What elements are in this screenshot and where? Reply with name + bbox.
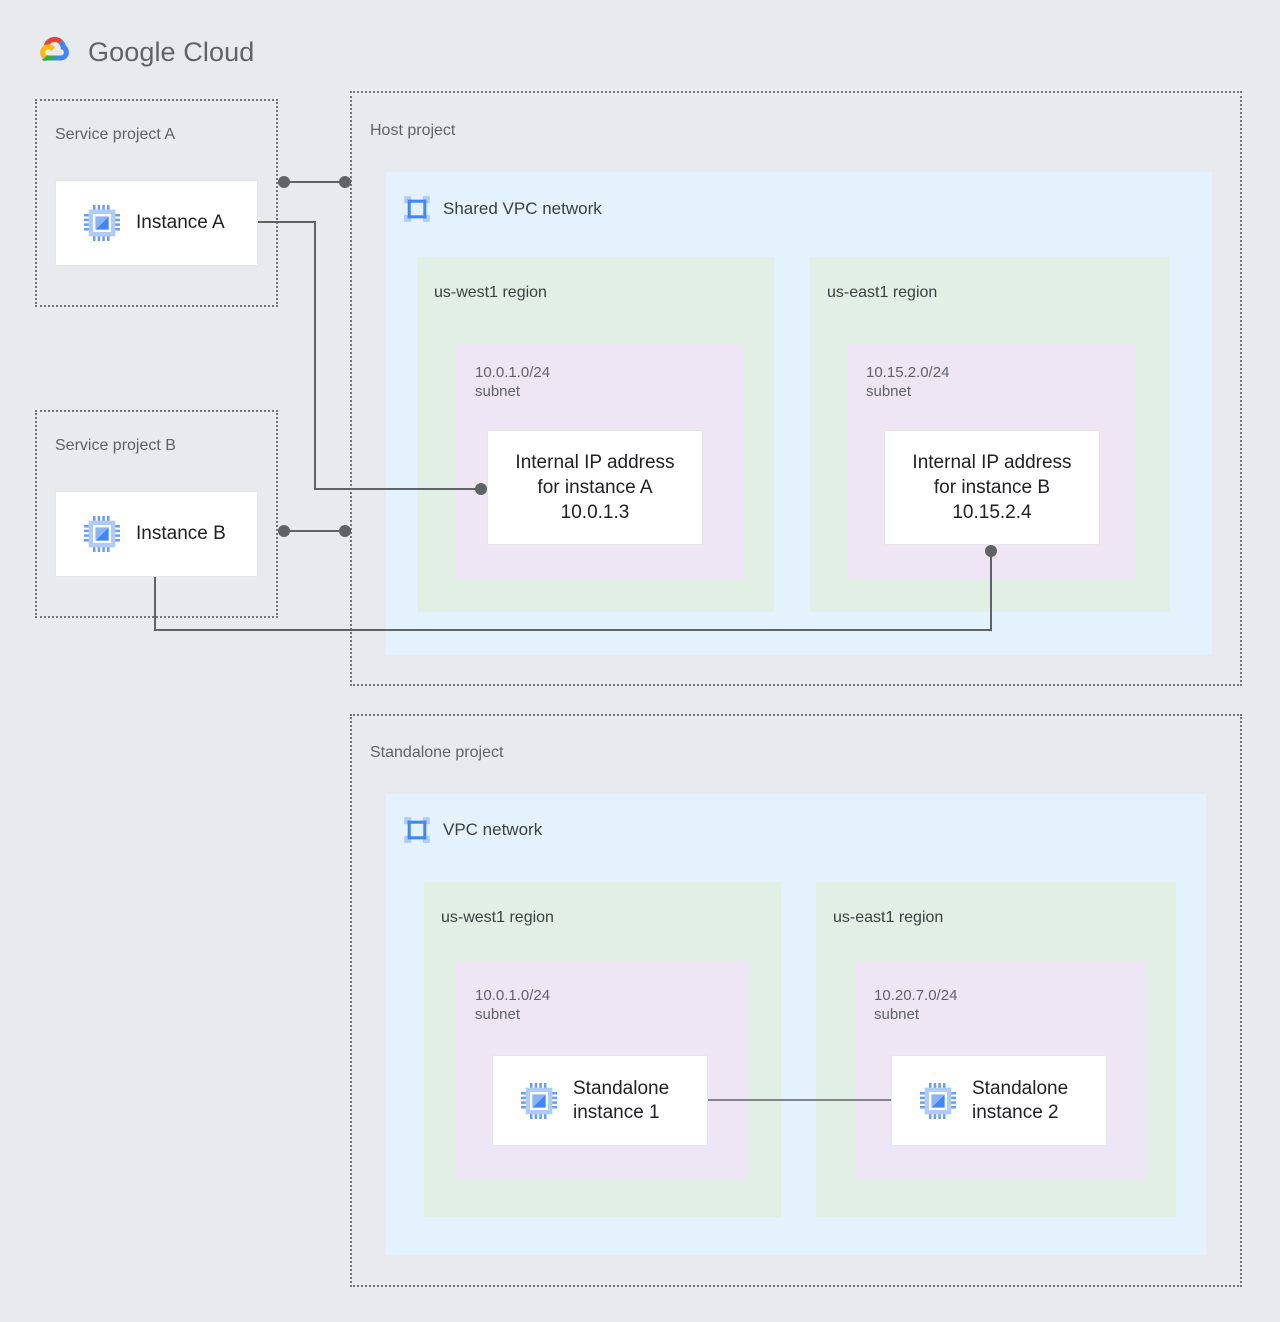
instance-b-card[interactable]: Instance B <box>55 491 258 577</box>
host-subnet-10-0-1-0-24-label: 10.0.1.0/24 subnet <box>475 364 551 400</box>
standalone-project-container <box>350 714 1242 1287</box>
standalone-instance-1-card[interactable]: Standalone instance 1 <box>492 1055 708 1146</box>
connector-dot-instance-b <box>278 525 290 537</box>
cpu-instance-icon <box>84 205 120 241</box>
service-project-b-label: Service project B <box>55 437 176 454</box>
vpc-network-icon <box>404 817 430 843</box>
cpu-instance-icon <box>920 1082 956 1119</box>
google-cloud-brand: Google Cloud <box>34 32 254 72</box>
cpu-instance-icon <box>521 1082 557 1119</box>
standalone-instance-2-card[interactable]: Standalone instance 2 <box>891 1055 1107 1146</box>
connector-dot-instance-a <box>278 176 290 188</box>
standalone-instance-2-label: Standalone instance 2 <box>972 1077 1069 1123</box>
instance-a-label: Instance A <box>136 212 225 233</box>
vpc-network-icon <box>404 196 430 222</box>
internal-ip-instance-b-card[interactable]: Internal IP address for instance B 10.15… <box>884 430 1100 545</box>
brand-name-secondary: Cloud <box>183 36 255 67</box>
brand-name-primary: Google <box>88 36 176 67</box>
cpu-instance-icon <box>84 516 120 552</box>
host-region-us-west1-label: us-west1 region <box>434 284 547 301</box>
internal-ip-instance-b-text: Internal IP address for instance B 10.15… <box>912 452 1072 523</box>
host-region-us-east1-label: us-east1 region <box>827 284 938 301</box>
internal-ip-instance-a-text: Internal IP address for instance A 10.0.… <box>515 452 675 523</box>
standalone-subnet-10-0-1-0-24-label: 10.0.1.0/24 subnet <box>475 987 551 1023</box>
internal-ip-instance-a-card[interactable]: Internal IP address for instance A 10.0.… <box>487 430 703 545</box>
instance-b-label: Instance B <box>136 523 226 544</box>
standalone-instance-1-label: Standalone instance 1 <box>573 1077 670 1123</box>
standalone-region-us-west1-label: us-west1 region <box>441 909 554 926</box>
brand-wordmark: Google Cloud <box>88 37 254 68</box>
shared-vpc-network-label: Shared VPC network <box>443 199 602 218</box>
service-project-a-label: Service project A <box>55 126 176 143</box>
standalone-subnet-10-20-7-0-24-label: 10.20.7.0/24 subnet <box>874 987 958 1023</box>
standalone-project-label: Standalone project <box>370 744 504 761</box>
google-cloud-logo-icon <box>40 36 69 61</box>
host-project-label: Host project <box>370 122 456 139</box>
instance-a-card[interactable]: Instance A <box>55 180 258 266</box>
shared-vpc-network-header: Shared VPC network <box>403 195 602 223</box>
service-project-a-container <box>35 99 278 307</box>
standalone-region-us-east1-label: us-east1 region <box>833 909 944 926</box>
standalone-vpc-network-header: VPC network <box>403 816 542 844</box>
standalone-vpc-network-label: VPC network <box>443 820 543 839</box>
host-subnet-10-15-2-0-24-label: 10.15.2.0/24 subnet <box>866 364 950 400</box>
